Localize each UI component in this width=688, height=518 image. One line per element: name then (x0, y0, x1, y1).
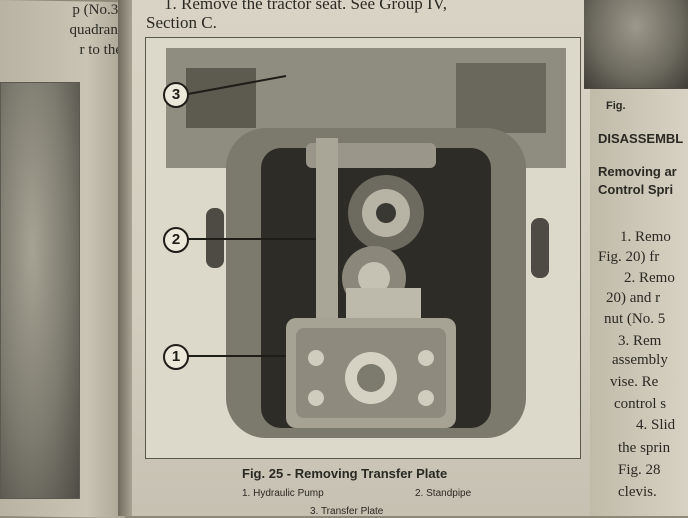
right-line: Fig. 28 (618, 462, 661, 478)
right-line: clevis. (618, 484, 657, 500)
right-line: vise. Re (610, 374, 659, 390)
right-line: assembly (612, 352, 668, 368)
left-line: quadrant (69, 22, 122, 38)
intro-text: 1. Remove the tractor seat. See Group IV… (146, 0, 586, 32)
right-page-photo (584, 0, 688, 89)
figure-caption: Fig. 25 - Removing Transfer Plate (242, 466, 448, 481)
right-line: 3. Rem (618, 333, 662, 349)
right-line: nut (No. 5 (604, 311, 666, 327)
book-gutter (118, 0, 132, 516)
right-line: control s (614, 396, 667, 412)
right-line: 4. Slid (636, 417, 676, 433)
left-line: r to the (79, 42, 123, 58)
left-page-text: p (No.3, quadrant r to the (4, 0, 122, 60)
right-line: 1. Remo (620, 229, 671, 245)
right-line: the sprin (618, 440, 671, 456)
right-fig-label: Fig. (606, 100, 626, 112)
legend-item-2: 2. Standpipe (415, 488, 472, 499)
intro-line-2: Section C. (146, 13, 217, 32)
legend-item-1: 1. Hydraulic Pump (242, 488, 324, 499)
transfer-plate-photo-illustration (146, 38, 580, 458)
callout-2: 2 (163, 227, 189, 253)
right-line: 2. Remo (624, 270, 675, 286)
left-line: p (No.3, (72, 2, 122, 18)
right-subheading-2: Control Spri (598, 182, 674, 197)
left-page-photo (0, 82, 80, 499)
intro-line-1: 1. Remove the tractor seat. See Group IV… (164, 0, 447, 13)
legend-item-3: 3. Transfer Plate (310, 506, 384, 517)
right-heading: DISASSEMBL (598, 131, 684, 146)
callout-3: 3 (163, 82, 189, 108)
callout-1: 1 (163, 344, 189, 370)
right-line: Fig. 20) fr (598, 249, 660, 265)
figure-photo-transfer-plate (145, 37, 581, 459)
right-subheading-1: Removing ar (598, 164, 677, 179)
right-line: 20) and r (606, 290, 661, 306)
